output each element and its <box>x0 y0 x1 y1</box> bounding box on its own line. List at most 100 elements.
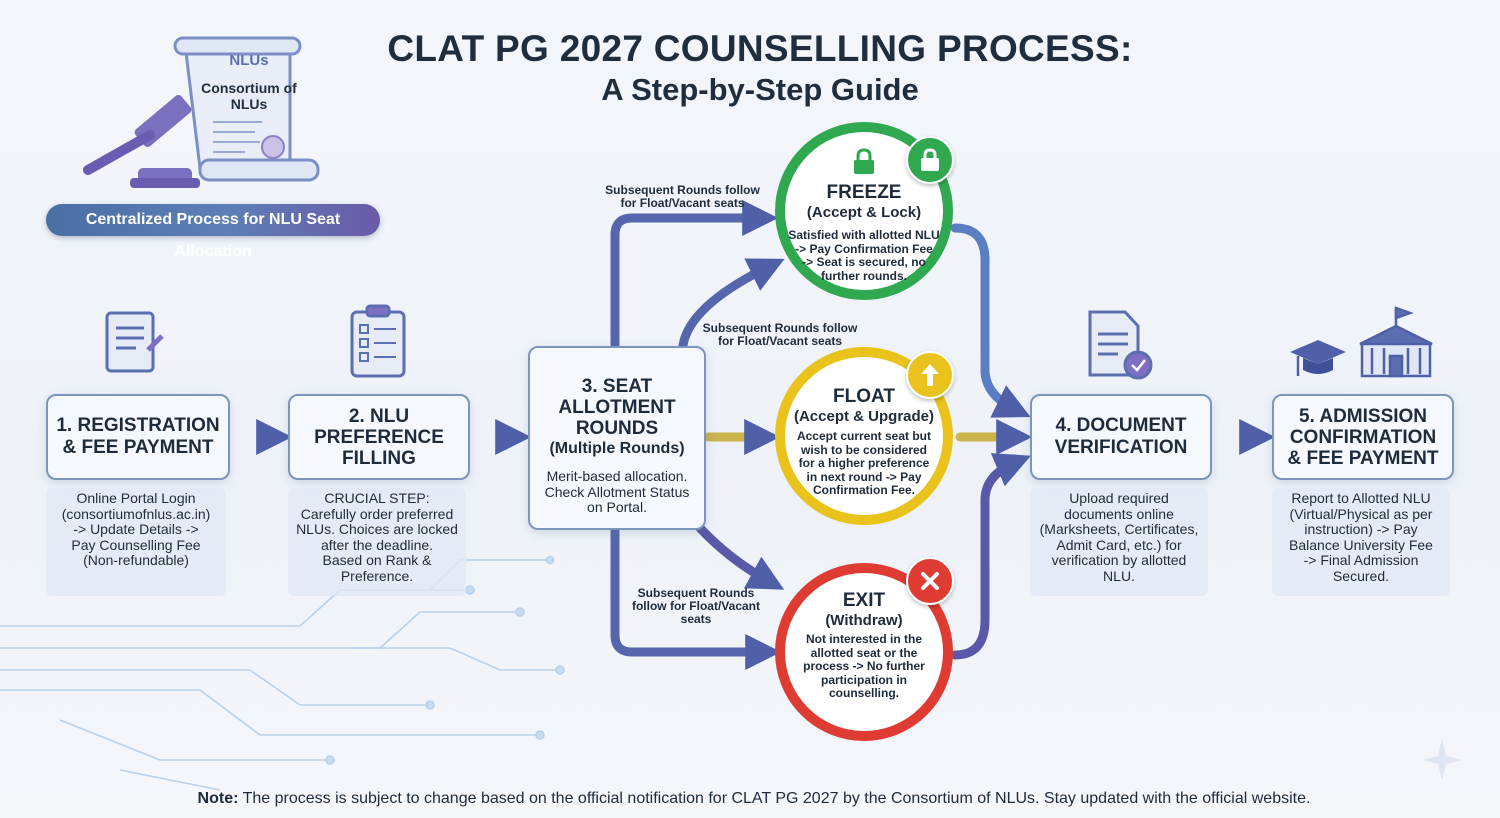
float-desc-line: in next round -> Pay <box>806 469 922 484</box>
flow-label-line: seats <box>680 612 712 626</box>
checklist-clipboard-icon <box>350 304 406 378</box>
flow-label-line: for Float/Vacant seats <box>717 334 843 348</box>
freeze-ring <box>775 122 953 300</box>
step-5-desc-line: Secured. <box>1332 567 1390 584</box>
step-3-desc-line: Merit-based allocation. <box>546 468 688 484</box>
step-4-description: Upload required documents online (Marksh… <box>1030 488 1208 596</box>
branch-arrows <box>610 200 1033 670</box>
freeze-desc-line: -> Seat is secured, no <box>802 255 926 269</box>
exit-desc-line: Not interested in the <box>805 632 922 646</box>
step-4-desc-line: documents online <box>1064 505 1174 522</box>
step-3-label-line3: ROUNDS <box>575 418 659 439</box>
arrow-step3-to-freeze <box>678 258 785 350</box>
step-2-desc-line: Based on Rank & <box>322 552 432 568</box>
step-3-box: 3. SEAT ALLOTMENT ROUNDS (Multiple Round… <box>528 346 706 530</box>
freeze-lock-icon <box>852 148 876 174</box>
step-2-desc-line: after the deadline. <box>320 536 434 553</box>
step-5-desc-line: (Virtual/Physical as per <box>1289 505 1433 522</box>
flow-label-middle: Subsequent Rounds follow for Float/Vacan… <box>698 322 862 348</box>
step-2-desc-line: CRUCIAL STEP: <box>324 490 430 506</box>
freeze-option: FREEZE (Accept & Lock) Satisfied with al… <box>780 148 948 283</box>
freeze-subtitle: (Accept & Lock) <box>806 204 922 221</box>
float-title: FLOAT <box>833 386 895 407</box>
flow-label-top: Subsequent Rounds follow for Float/Vacan… <box>600 184 765 210</box>
step-2-label-line3: FILLING <box>342 447 416 469</box>
float-desc-line: Accept current seat but <box>796 429 932 443</box>
step-3-desc-line: Check Allotment Status <box>544 483 690 500</box>
step-4-label-line1: 4. DOCUMENT <box>1055 415 1187 436</box>
exit-desc-line: counselling. <box>828 686 899 700</box>
step-4-label-line2: VERIFICATION <box>1054 437 1188 458</box>
step-4-desc-line: (Marksheets, Certificates, <box>1039 521 1199 537</box>
step-5-desc-line: -> Final Admission <box>1303 552 1419 568</box>
exit-desc-line: allotted seat or the <box>810 645 918 660</box>
step-2-desc-line: Preference. <box>340 567 414 584</box>
step-1-desc-line: Pay Counselling Fee <box>71 536 201 553</box>
footer-note: Note: The process is subject to change b… <box>0 790 1500 808</box>
gavel-scroll-illustration <box>83 36 320 188</box>
float-desc-line: for a higher preference <box>798 456 930 470</box>
freeze-title: FREEZE <box>826 182 902 203</box>
step-3-label-line1: 3. SEAT <box>581 376 653 397</box>
nlus-logo-text: NLUs <box>229 52 269 69</box>
flow-label-line: follow for Float/Vacant <box>631 599 760 613</box>
page-title: CLAT PG 2027 COUNSELLING PROCESS: <box>387 28 1133 69</box>
university-building-icon <box>1359 306 1433 378</box>
step-2-desc-line: NLUs. Choices are locked <box>296 521 458 537</box>
float-ring <box>775 347 953 525</box>
step-1-desc-line: -> Update Details -> <box>73 521 199 537</box>
step-5-desc-line: instruction) -> Pay <box>1304 521 1418 537</box>
step-4-desc-line: NLU. <box>1103 567 1135 584</box>
exit-description: Not interested in the allotted seat or t… <box>780 632 948 701</box>
arrow-subsequent-bottom <box>610 525 782 670</box>
footer-note-text: The process is subject to change based o… <box>238 790 1311 807</box>
float-badge-up-arrow-icon <box>906 351 954 399</box>
scroll-top-roll <box>173 36 302 56</box>
step-3-label-sub: (Multiple Rounds) <box>549 440 685 457</box>
freeze-desc-line: -> Pay Confirmation Fee <box>795 241 933 256</box>
step-1-desc-line: (consortiumofnlus.ac.in) <box>61 505 211 522</box>
freeze-desc-line: further rounds. <box>821 268 907 283</box>
step-3-desc-line: on Portal. <box>587 499 647 515</box>
step-1-box: 1. REGISTRATION & FEE PAYMENT <box>46 394 230 480</box>
exit-desc-line: participation in <box>820 672 907 687</box>
step-4-desc-line: Upload required <box>1069 490 1169 506</box>
freeze-desc-line: Satisfied with allotted NLU <box>788 228 940 242</box>
step-1-label-line2: & FEE PAYMENT <box>62 437 214 458</box>
float-subtitle: (Accept & Upgrade) <box>793 408 935 425</box>
footer-note-label: Note: <box>197 790 239 807</box>
gavel-handle-icon <box>83 130 155 175</box>
flow-label-line: Subsequent Rounds follow <box>702 321 858 335</box>
freeze-badge-lock-icon <box>906 136 954 184</box>
exit-subtitle: (Withdraw) <box>825 612 903 629</box>
flow-label-line: for Float/Vacant seats <box>620 196 745 210</box>
step-1-desc-line: Online Portal Login <box>76 490 196 506</box>
step-5-label-line1: 5. ADMISSION <box>1298 405 1428 427</box>
flow-label-line: Subsequent Rounds follow <box>605 183 760 197</box>
float-option: FLOAT (Accept & Upgrade) Accept current … <box>780 386 948 498</box>
graduation-cap-icon <box>1290 340 1346 376</box>
step-2-box: 2. NLU PREFERENCE FILLING <box>288 394 470 480</box>
step-5-label-line2: CONFIRMATION <box>1289 426 1437 448</box>
centralized-process-pill: Centralized Process for NLU Seat Allocat… <box>46 204 380 260</box>
step-5-box: 5. ADMISSION CONFIRMATION & FEE PAYMENT <box>1272 394 1454 480</box>
float-desc-line: Confirmation Fee. <box>812 483 915 497</box>
step-5-desc-line: Report to Allotted NLU <box>1291 490 1431 506</box>
step-2-label-line1: 2. NLU <box>348 405 410 427</box>
exit-option: EXIT (Withdraw) Not interested in the al… <box>780 590 948 701</box>
step-2-label-line2: PREFERENCE <box>314 426 444 448</box>
step-1-desc-line: (Non-refundable) <box>83 552 189 568</box>
exit-badge-close-icon <box>906 557 954 605</box>
step-2-description: CRUCIAL STEP: Carefully order preferred … <box>288 488 466 596</box>
arrow-freeze-to-verification <box>950 223 1031 418</box>
page-subtitle: A Step-by-Step Guide <box>601 72 919 107</box>
sparkle-decoration <box>1422 738 1462 780</box>
exit-title: EXIT <box>842 590 886 611</box>
freeze-description: Satisfied with allotted NLU -> Pay Confi… <box>780 228 948 283</box>
exit-desc-line: process -> No further <box>803 659 925 673</box>
step-4-desc-line: verification by allotted <box>1051 552 1187 568</box>
arrow-exit-to-verification <box>950 453 1031 660</box>
step-4-box: 4. DOCUMENT VERIFICATION <box>1030 394 1212 480</box>
step-3-description: Merit-based allocation. Check Allotment … <box>544 468 690 516</box>
arrow-subsequent-top <box>610 200 779 350</box>
